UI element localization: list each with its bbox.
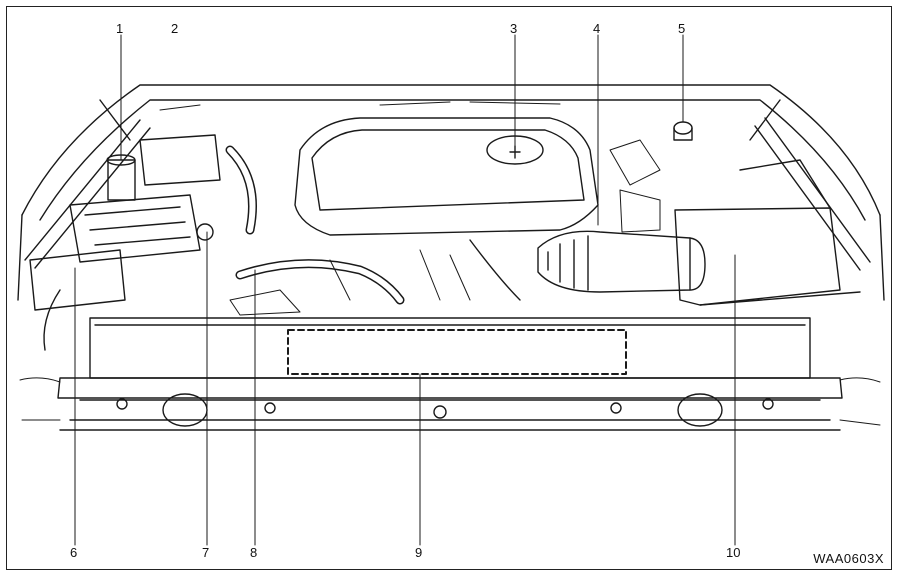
battery-fusebox-area — [29, 134, 221, 311]
callout-3: 3 — [510, 21, 518, 36]
engine-cover — [294, 117, 599, 236]
callout-7: 7 — [202, 545, 210, 560]
callout-5: 5 — [678, 21, 686, 36]
figure-frame — [6, 6, 892, 570]
intake-duct — [537, 230, 706, 293]
leader-lines — [74, 34, 736, 546]
callout-2: 2 — [171, 21, 179, 36]
callout-10: 10 — [726, 545, 741, 560]
callout-8: 8 — [250, 545, 258, 560]
hood-opening-outline — [17, 84, 885, 301]
callout-4: 4 — [593, 21, 601, 36]
brake-fluid-reservoir — [106, 154, 136, 201]
callout-6: 6 — [70, 545, 78, 560]
engine-bay-details — [19, 101, 881, 426]
front-cross-member — [57, 317, 843, 431]
mounting-holes — [116, 393, 774, 427]
reservoir-cap — [673, 121, 693, 141]
label-area-dashed-box — [287, 329, 627, 375]
figure-code: WAA0603X — [813, 551, 884, 566]
callout-9: 9 — [415, 545, 423, 560]
callout-1: 1 — [116, 21, 124, 36]
air-cleaner-box — [674, 159, 861, 306]
hoses — [43, 145, 521, 351]
